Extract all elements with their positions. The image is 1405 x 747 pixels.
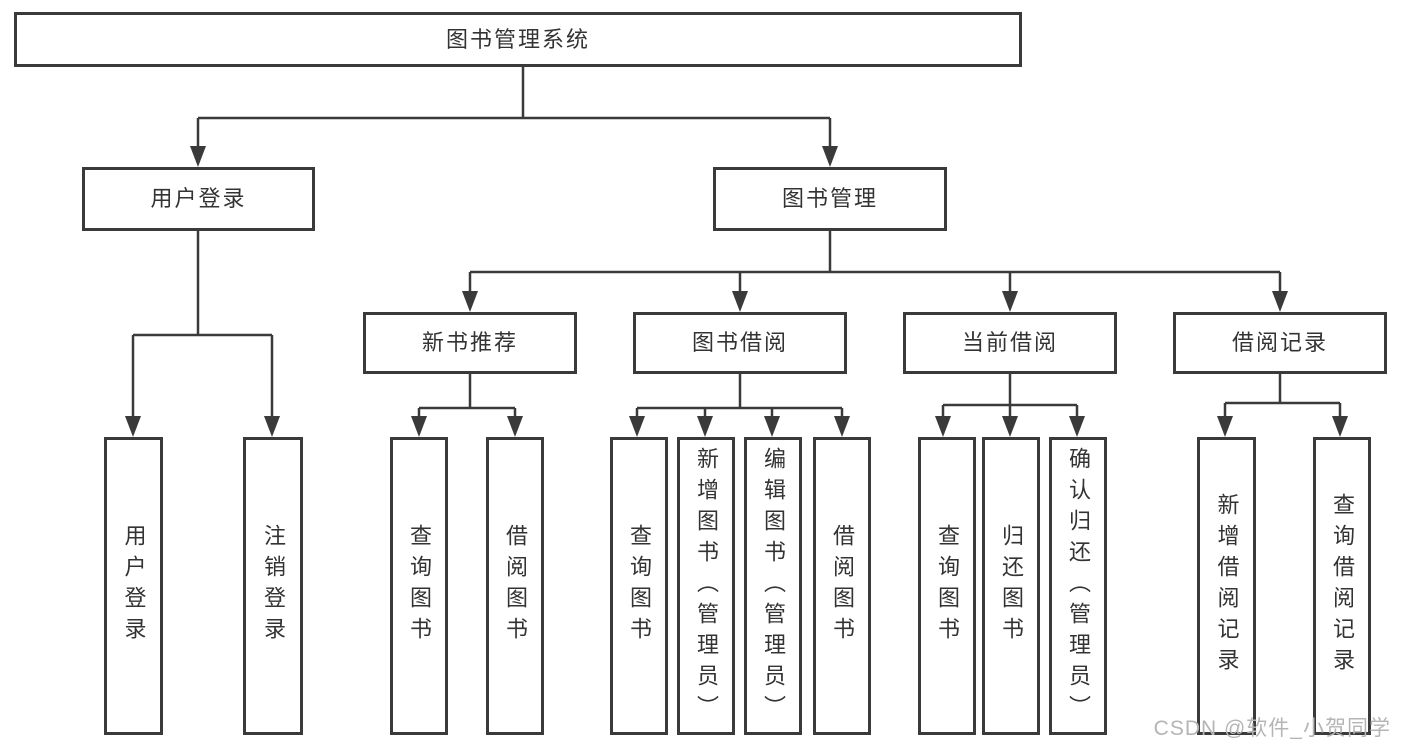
leaf-logout: 注销登录 <box>243 437 303 735</box>
node-book-borrow: 图书借阅 <box>633 312 847 374</box>
node-new-book-recommend: 新书推荐 <box>363 312 577 374</box>
node-book-management: 图书管理 <box>713 167 947 231</box>
node-root-system: 图书管理系统 <box>14 12 1022 67</box>
leaf-confirm-return-admin: 确认归还（管理员） <box>1049 437 1107 735</box>
leaf-query-books-borrow: 查询图书 <box>610 437 668 735</box>
leaf-add-books-admin: 新增图书（管理员） <box>677 437 735 735</box>
leaf-add-borrow-record: 新增借阅记录 <box>1197 437 1256 735</box>
leaf-return-books: 归还图书 <box>982 437 1040 735</box>
node-borrow-records: 借阅记录 <box>1173 312 1387 374</box>
leaf-query-borrow-record: 查询借阅记录 <box>1313 437 1371 735</box>
leaf-edit-books-admin: 编辑图书（管理员） <box>744 437 802 735</box>
watermark: CSDN @软件_小贺同学 <box>1153 717 1391 740</box>
node-current-borrow: 当前借阅 <box>903 312 1117 374</box>
leaf-borrow-books: 借阅图书 <box>813 437 871 735</box>
leaf-borrow-books-recommend: 借阅图书 <box>486 437 544 735</box>
leaf-user-login: 用户登录 <box>104 437 163 735</box>
leaf-query-books-current: 查询图书 <box>918 437 976 735</box>
node-user-login: 用户登录 <box>82 167 315 231</box>
leaf-query-books-recommend: 查询图书 <box>390 437 448 735</box>
